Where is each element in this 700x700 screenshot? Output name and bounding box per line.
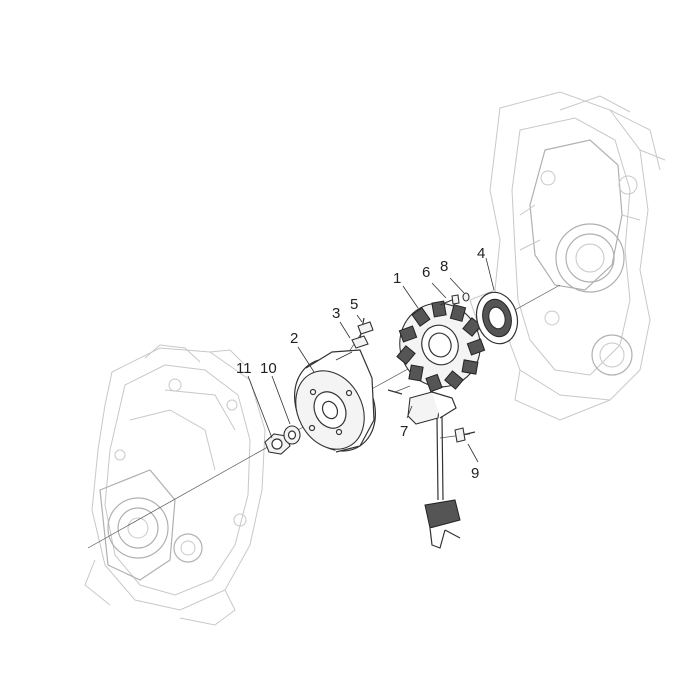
label-part-1: 1 — [393, 270, 401, 287]
pin-part-8 — [462, 292, 470, 302]
label-part-7: 7 — [400, 423, 408, 440]
label-part-11: 11 — [236, 360, 252, 377]
leader-lines — [247, 257, 495, 463]
pickup-sensor-part-7 — [387, 389, 457, 501]
label-part-10: 10 — [260, 360, 277, 377]
flywheel-cover-left — [84, 344, 266, 626]
label-part-5: 5 — [350, 296, 358, 313]
label-part-2: 2 — [290, 330, 298, 347]
nut-part-11 — [264, 433, 291, 455]
label-part-3: 3 — [332, 305, 340, 322]
stator-part-1 — [396, 300, 486, 393]
wire-connector — [424, 499, 461, 549]
screw-part-9 — [454, 427, 476, 443]
label-part-8: 8 — [440, 258, 448, 275]
crankcase-housing-right — [469, 91, 666, 421]
bolt-part-5 — [357, 317, 374, 339]
label-part-4: 4 — [477, 245, 485, 262]
flywheel-rotor-part-2 — [293, 349, 377, 453]
label-part-6: 6 — [422, 264, 430, 281]
oil-seal-part-4 — [475, 291, 519, 345]
label-part-9: 9 — [471, 465, 479, 482]
part-labels: 1 2 3 4 5 6 7 8 9 10 11 — [236, 245, 485, 482]
washer-part-10 — [283, 425, 301, 445]
screw-part-6 — [439, 294, 460, 306]
